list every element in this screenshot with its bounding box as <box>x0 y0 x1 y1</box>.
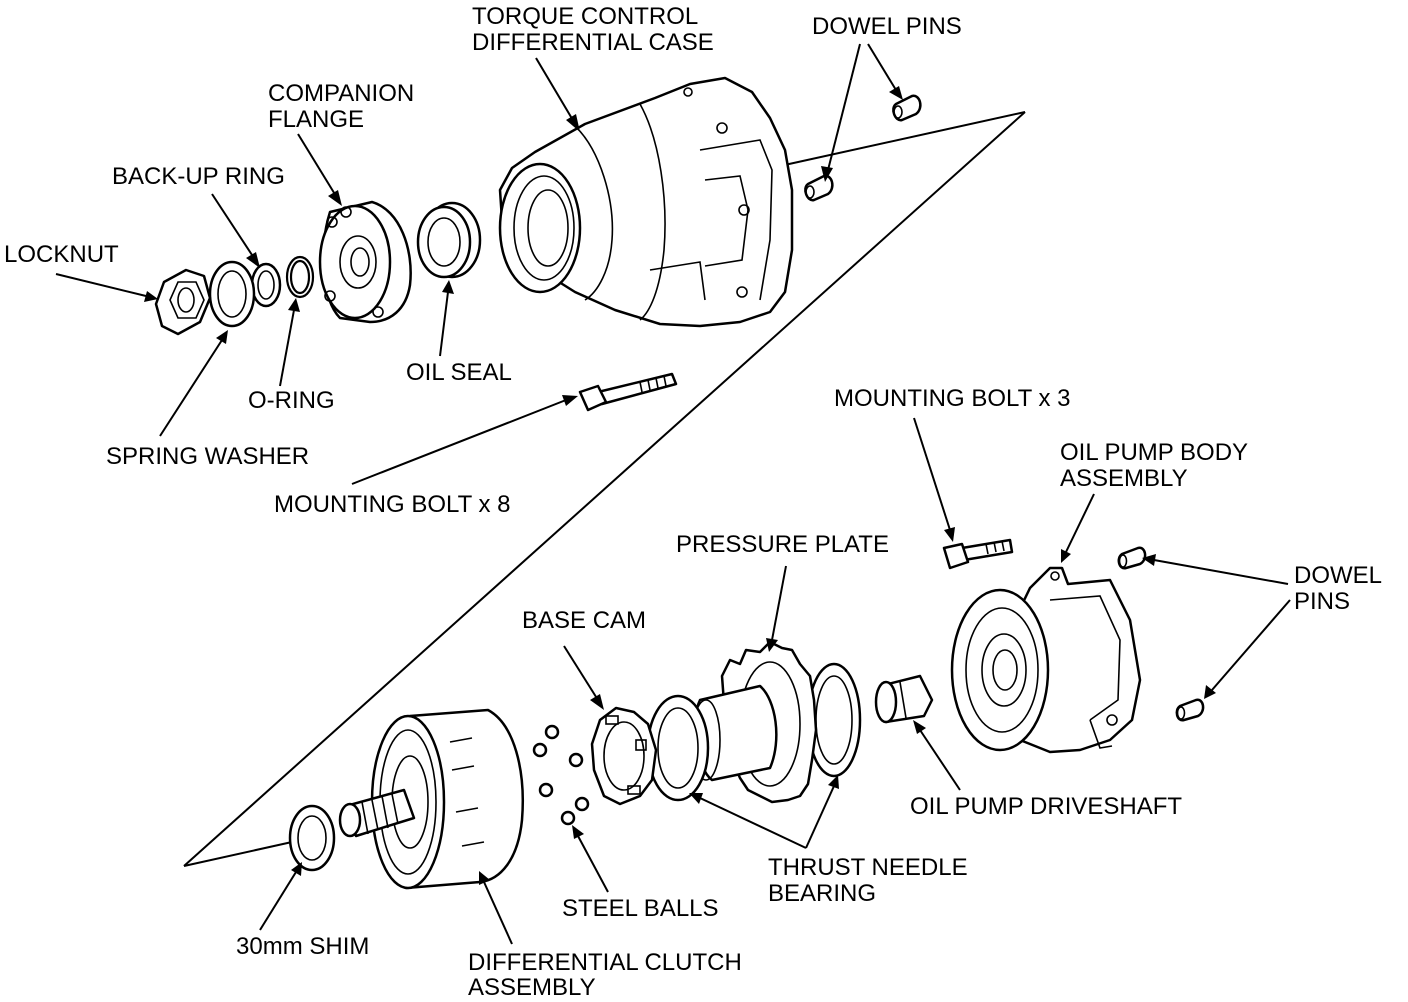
dowel-pin-right-1 <box>1117 546 1147 570</box>
base-cam <box>590 706 658 806</box>
labels: TORQUE CONTROL DIFFERENTIAL CASE DOWEL P… <box>4 3 1382 1001</box>
label-thrust-needle-bearing-line1: THRUST NEEDLE <box>768 854 968 881</box>
assembly-axis-lines <box>183 111 1026 867</box>
companion-flange <box>318 200 412 324</box>
dowel-pin-right-2 <box>1175 698 1205 722</box>
label-differential-clutch-line1: DIFFERENTIAL CLUTCH <box>468 949 742 976</box>
label-companion-flange-line2: FLANGE <box>268 106 364 133</box>
label-companion-flange-line1: COMPANION <box>268 80 414 107</box>
oil-pump-driveshaft <box>874 674 934 724</box>
label-o-ring: O-RING <box>248 387 335 414</box>
label-mounting-bolt-3: MOUNTING BOLT x 3 <box>834 385 1070 412</box>
shim-30mm <box>288 804 336 872</box>
label-locknut: LOCKNUT <box>4 241 119 268</box>
dowel-pin-top-1 <box>892 94 922 122</box>
label-torque-control-case-line2: DIFFERENTIAL CASE <box>472 29 714 56</box>
mounting-bolt-3 <box>942 538 1014 570</box>
steel-balls <box>532 724 590 826</box>
label-pressure-plate: PRESSURE PLATE <box>676 531 889 558</box>
mounting-bolt-8 <box>578 372 678 412</box>
spring-washer <box>208 260 256 328</box>
leader-lines <box>55 43 1291 945</box>
label-differential-clutch-line2: ASSEMBLY <box>468 974 596 1001</box>
oil-seal <box>416 201 482 279</box>
pressure-plate <box>691 640 818 804</box>
label-torque-control-case-line1: TORQUE CONTROL <box>472 3 698 30</box>
dowel-pin-top-2 <box>804 174 834 202</box>
label-oil-pump-driveshaft: OIL PUMP DRIVESHAFT <box>910 793 1182 820</box>
label-oil-pump-body-line2: ASSEMBLY <box>1060 465 1188 492</box>
label-dowel-pins-right-line2: PINS <box>1294 588 1350 615</box>
label-dowel-pins-right-line1: DOWEL <box>1294 562 1382 589</box>
o-ring <box>285 255 315 299</box>
label-dowel-pins-top: DOWEL PINS <box>812 13 962 40</box>
label-30mm-shim: 30mm SHIM <box>236 933 369 960</box>
torque-control-differential-case <box>498 76 794 328</box>
label-mounting-bolt-8: MOUNTING BOLT x 8 <box>274 491 510 518</box>
label-thrust-needle-bearing-line2: BEARING <box>768 880 876 907</box>
label-base-cam: BASE CAM <box>522 607 646 634</box>
label-steel-balls: STEEL BALLS <box>562 895 719 922</box>
label-oil-seal: OIL SEAL <box>406 359 512 386</box>
label-spring-washer: SPRING WASHER <box>106 443 309 470</box>
back-up-ring <box>250 262 282 308</box>
oil-pump-body-assembly <box>950 566 1142 754</box>
differential-clutch-assembly <box>338 708 524 890</box>
label-oil-pump-body-line1: OIL PUMP BODY <box>1060 439 1248 466</box>
thrust-needle-bearing-left <box>646 694 710 802</box>
locknut <box>154 268 212 336</box>
label-back-up-ring: BACK-UP RING <box>112 163 285 190</box>
